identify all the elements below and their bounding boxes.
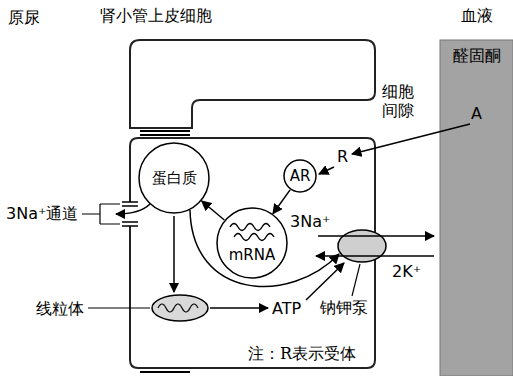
part-label: 钠钾泵 — [320, 298, 368, 317]
mitochondrion-to-atp-arrow — [210, 307, 268, 309]
receptor-label: AR — [290, 167, 311, 185]
region-label: 细胞间隙 — [382, 82, 414, 120]
blood-heading: 血液 — [440, 6, 513, 25]
blood-area — [440, 40, 513, 376]
hormone-letter: A — [440, 104, 513, 123]
mrna-circle-outline — [216, 207, 288, 279]
channel-bracket — [82, 204, 120, 224]
receptor-binding-arrow — [319, 167, 334, 174]
mrna-label: mRNA — [229, 246, 276, 264]
receptor-label: R — [337, 147, 348, 166]
sodium-potassium-pump — [338, 230, 386, 262]
receptor-circle: AR — [283, 159, 317, 193]
protein-label: 蛋白质 — [152, 169, 197, 187]
protein-to-mitochondrion-arrow — [173, 216, 175, 292]
ion-label: 2K⁺ — [392, 262, 421, 281]
atp-to-pump-arrow — [306, 263, 344, 300]
rna-strand — [230, 224, 274, 241]
tight-junction — [140, 134, 190, 136]
hormone-to-receptor-arrow — [352, 124, 470, 154]
blood-region: 血液醛固酮 A — [440, 4, 513, 376]
channel-label: 3Na⁺通道 — [6, 204, 78, 223]
hormone-name: 醛固酮 — [440, 46, 513, 65]
mrna-circle: mRNA — [216, 207, 288, 279]
upper-cell-outline — [130, 40, 375, 128]
sodium-out-arrow — [318, 235, 434, 237]
arrow-connector — [273, 190, 290, 214]
protein-to-channel-arrow — [116, 204, 150, 214]
tight-junction — [140, 130, 190, 132]
arrow-connector — [202, 201, 225, 220]
region-label: 原尿 — [8, 8, 40, 27]
potassium-in-arrow — [316, 255, 434, 257]
note-text: 注：R表示受体 — [248, 344, 356, 363]
ion-label: 3Na⁺ — [290, 212, 330, 231]
tight-junction — [140, 371, 190, 373]
part-label: 线粒体 — [36, 299, 84, 318]
protein-circle: 蛋白质 — [138, 142, 210, 214]
molecule-label: ATP — [272, 299, 301, 318]
mitochondrion-leader — [88, 307, 150, 308]
mitochondrion-cristae — [158, 304, 198, 312]
cell-membrane — [130, 138, 375, 368]
cell-heading: 肾小管上皮细胞 — [100, 6, 212, 25]
pump-leader — [352, 264, 360, 296]
mitochondrion — [152, 295, 208, 321]
